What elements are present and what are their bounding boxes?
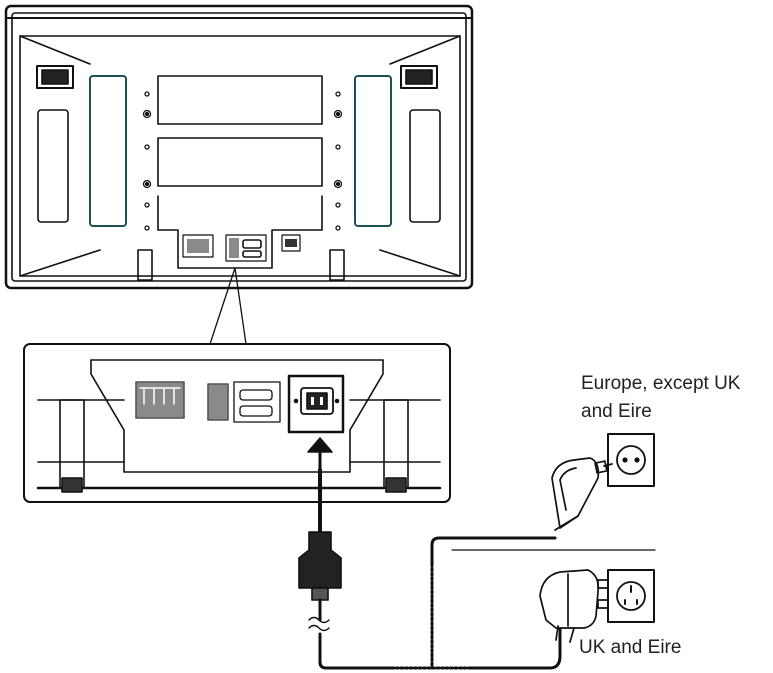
uk-socket-icon — [607, 569, 655, 623]
power-inlet-icon — [287, 374, 345, 434]
zoom-detail-panel — [23, 343, 451, 503]
zoom-leader-lines — [209, 267, 247, 345]
europe-label-line1: Europe, except UK — [581, 373, 741, 394]
europe-label-line2: and Eire — [581, 401, 652, 422]
display-rear-icon — [4, 4, 474, 290]
uk-plug-icon — [539, 569, 609, 643]
schuko-plug-icon — [551, 457, 613, 531]
power-cord-icon — [298, 468, 562, 670]
schuko-socket-icon — [607, 433, 655, 487]
uk-label: UK and Eire — [579, 637, 682, 658]
insert-arrow — [307, 437, 333, 472]
